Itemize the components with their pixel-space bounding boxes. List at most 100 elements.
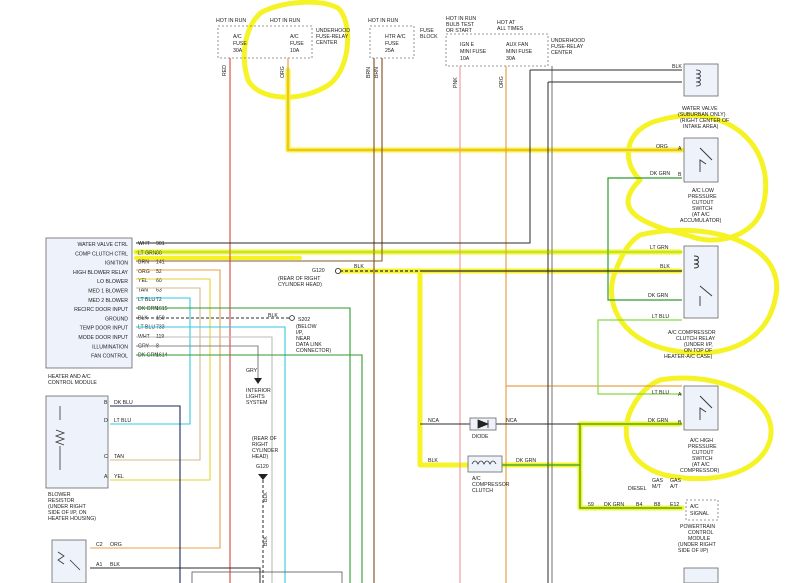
clutch-label-2: COMPRESSOR [472,482,510,488]
low-switch-pin-b: B [678,172,682,178]
fuse1-hot-label: HOT IN RUN [216,18,246,24]
relay-wire-ltgrn: LT GRN [650,245,669,251]
htr-fuse-line3: 25A [385,48,395,54]
control-module-body [45,237,133,369]
ign-wire-label: PNK [453,77,459,88]
diode-icon [477,419,490,429]
dkgrn-fan-wire [136,354,363,583]
ign-fuse-line2: MINI FUSE [460,49,487,55]
low-switch-label-4: SWITCH [692,206,713,212]
gry-illum-wire [136,345,259,378]
feed-wires [229,58,682,583]
blower-bottom-coil-icon [57,551,81,571]
highlight-high-switch-loop [623,375,774,482]
bottom-connector-box [191,571,343,583]
high-switch-pin-a: A [678,392,682,398]
module-pin-circuit: 901 [156,241,165,247]
resistor-pin-d-color: LT BLU [114,418,131,424]
g120-label-2: CYLINDER HEAD) [278,282,322,288]
g120b-wire-label: BLK [263,492,269,502]
pcm-pin-e12: E12 [670,502,679,508]
s202-label-5: CONNECTOR) [296,348,331,354]
s202-id: S202 [298,317,310,323]
module-pin-color: LT BLU [138,297,155,303]
module-pin-label: FAN CONTROL [91,354,128,360]
low-pressure-switch: A B ORG DK GRN A/C LOW PRESSURE CUTOUT S… [607,137,722,301]
pcm-wire-color: DK GRN [604,502,624,508]
high-switch-body [683,385,719,431]
pcm-label-3: MODULE [688,536,711,542]
resistor-pin-d: D [104,418,108,424]
interior-lights-label-1: INTERIOR [246,388,271,394]
water-valve-body [683,63,719,97]
water-valve-blk-wire [136,69,682,244]
blower-bottom-body [51,539,87,583]
module-pin-circuit: 1614 [156,353,168,359]
pcm-gas-mt-2: M/T [652,484,662,490]
yel-lo-blower-wire [110,278,211,481]
pcm-signal-2: SIGNAL [690,511,709,517]
center1-line1: UNDERHOOD [316,28,350,34]
high-switch-label-1: A/C HIGH [690,438,713,444]
water-valve: BLK WATER VALVE (SUBURBAN ONLY) (RIGHT C… [136,63,729,583]
high-switch-pin-b: B [678,420,682,426]
compressor-clutch-relay: LT GRN BLK DK GRN LT BLU A/C COMPRESSOR … [597,245,719,395]
bottom-right-component [683,567,719,583]
pcm-gas-at-2: A/T [670,484,679,490]
fuse-block-line1: FUSE [420,28,434,34]
blower-resistor-icon [54,406,66,470]
interior-lights-label-3: SYSTEM [246,400,267,406]
high-switch-label-5: (AT A/C [692,462,710,468]
module-pin-label: HIGH BLOWER RELAY [73,270,128,276]
g120b-wire-label-2: BLK [263,536,269,546]
center1-line2: FUSE-RELAY [316,34,349,40]
g120b-label-3: CYLINDER [252,448,278,454]
fuse1-wire-label: RED [222,65,228,76]
high-switch-label-3: CUTOUT [692,450,714,456]
blower-resistor-label-4: SIDE OF I/P, ON [48,510,87,516]
htr-fuse-hot-label: HOT IN RUN [368,18,398,24]
module-pin-circuit: 52 [156,269,162,275]
diode-and-clutch: NCA NCA DIODE BLK DK GRN A/C COMPRESSOR … [420,417,682,509]
blower-bottom-c2-color: ORG [110,542,122,548]
relay-label-2: CLUTCH RELAY [676,336,716,342]
htr-wire1-label: BRN [366,67,372,78]
relay-label-3: (UNDER I/P, [684,342,713,348]
control-module-name-2: CONTROL MODULE [48,380,97,386]
resistor-pin-a-color: YEL [114,474,124,480]
relay-body [683,245,719,319]
heater-ac-control-module: HEATER AND A/C CONTROL MODULE [45,237,133,386]
relay-label-1: A/C COMPRESSOR [668,330,716,336]
pcm-circuit: 59 [588,502,594,508]
module-pin-circuit: 733 [156,325,165,331]
blower-resistor-label-3: (UNDER RIGHT [48,504,87,510]
diode-wire-label-1: NCA [428,418,439,424]
module-pin-label: MED 2 BLOWER [88,298,128,304]
clutch-coil-icon [471,460,497,465]
highlight-dkgrn-wire [577,421,685,511]
module-pin-circuit: 63 [156,288,162,294]
high-pressure-switch: A B LT BLU DK GRN A/C HIGH PRESSURE CUTO… [648,385,719,474]
fuse-block-line2: BLOCK [420,34,438,40]
module-pin-label: TEMP DOOR INPUT [80,326,129,332]
resistor-pin-c: C [104,454,108,460]
s202-label-4: DATA LINK [296,342,322,348]
aux-fuse-line3: 30A [506,56,516,62]
powertrain-control-module: DIESEL GAS M/T GAS A/T 59 DK GRN B4 B8 E… [588,478,719,583]
center3-line1: UNDERHOOD [551,38,585,44]
module-pin-circuit: 60 [156,278,162,284]
blower-bottom-component: C2 ORG A1 BLK [51,539,343,583]
g120b-ground-icon [258,474,268,480]
relay-ltblu-wire [597,319,682,395]
module-pin-color: LT GRN [138,250,157,256]
high-switch-label-6: COMPRESSOR) [680,468,719,474]
fuse-relay-box-3 [445,33,549,67]
blower-bottom-c2: C2 [96,542,103,548]
clutch-wire-dkgrn: DK GRN [516,458,536,464]
clutch-label-1: A/C [472,476,481,482]
water-valve-wire-label: BLK [672,64,682,70]
module-pin-label: ILLUMINATION [92,344,128,350]
center1-line3: CENTER [316,40,338,46]
control-module-name-1: HEATER AND A/C [48,374,91,380]
